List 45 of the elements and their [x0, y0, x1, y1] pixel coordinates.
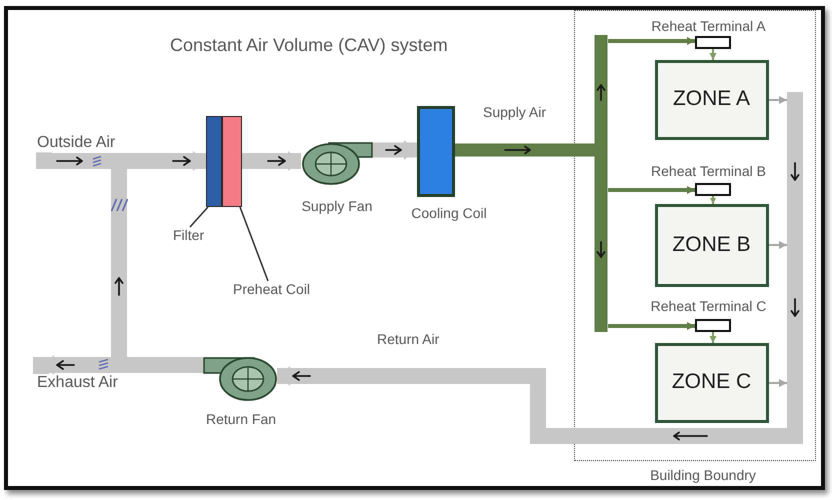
- part-label: Preheat Coil: [233, 281, 310, 298]
- reheat-terminal-box: [694, 182, 730, 196]
- air-duct: [277, 92, 803, 444]
- cooling-coil-block: [417, 106, 455, 197]
- fan-drawing: [301, 142, 373, 186]
- diagram-title: Constant Air Volume (CAV) system: [170, 35, 448, 56]
- leader-line: [239, 206, 269, 282]
- airflow-arrow: [710, 49, 716, 60]
- duct-label: Supply Air: [483, 104, 546, 120]
- zone-label: ZONE A: [672, 87, 750, 112]
- zone-box: [654, 60, 768, 140]
- equipment-label: Cooling Coil: [411, 205, 487, 222]
- airflow-arrow: [710, 332, 716, 343]
- heating-coil-slab: [222, 116, 242, 207]
- leader-line: [189, 206, 209, 228]
- airflow-arrow: [710, 196, 716, 204]
- equipment-label: Supply Fan: [302, 198, 372, 214]
- boundary-outline: [574, 10, 816, 461]
- reheat-terminal-box: [694, 318, 730, 332]
- reheat-terminal-box: [694, 36, 730, 48]
- air-duct: [33, 354, 119, 376]
- airflow-arrow: [769, 241, 787, 249]
- part-label: Filter: [173, 227, 204, 244]
- inlet-label: Outside Air: [37, 134, 116, 152]
- air-duct: [373, 139, 417, 161]
- filter-slab: [206, 116, 222, 207]
- airflow-arrow: [769, 379, 787, 387]
- airflow-arrow: [769, 96, 787, 104]
- supply-branch: [608, 186, 695, 194]
- equipment-label: Reheat Terminal A: [651, 18, 766, 34]
- air-duct: [119, 357, 203, 373]
- air-duct: [111, 169, 127, 357]
- fan-drawing: [203, 357, 277, 401]
- zone-box: [654, 342, 768, 422]
- equipment-label: Reheat Terminal B: [651, 162, 766, 179]
- equipment-label: Return Fan: [206, 411, 276, 428]
- zone-label: ZONE B: [672, 232, 751, 258]
- zone-box: [654, 204, 768, 286]
- equipment-label: Reheat Terminal C: [650, 298, 766, 314]
- zone-label: ZONE C: [672, 370, 752, 395]
- outlet-label: Exhaust Air: [37, 374, 118, 392]
- supply-branch: [608, 37, 695, 45]
- air-duct: [242, 150, 301, 172]
- boundary-label: Building Boundry: [650, 467, 756, 484]
- duct-label: Return Air: [377, 331, 440, 348]
